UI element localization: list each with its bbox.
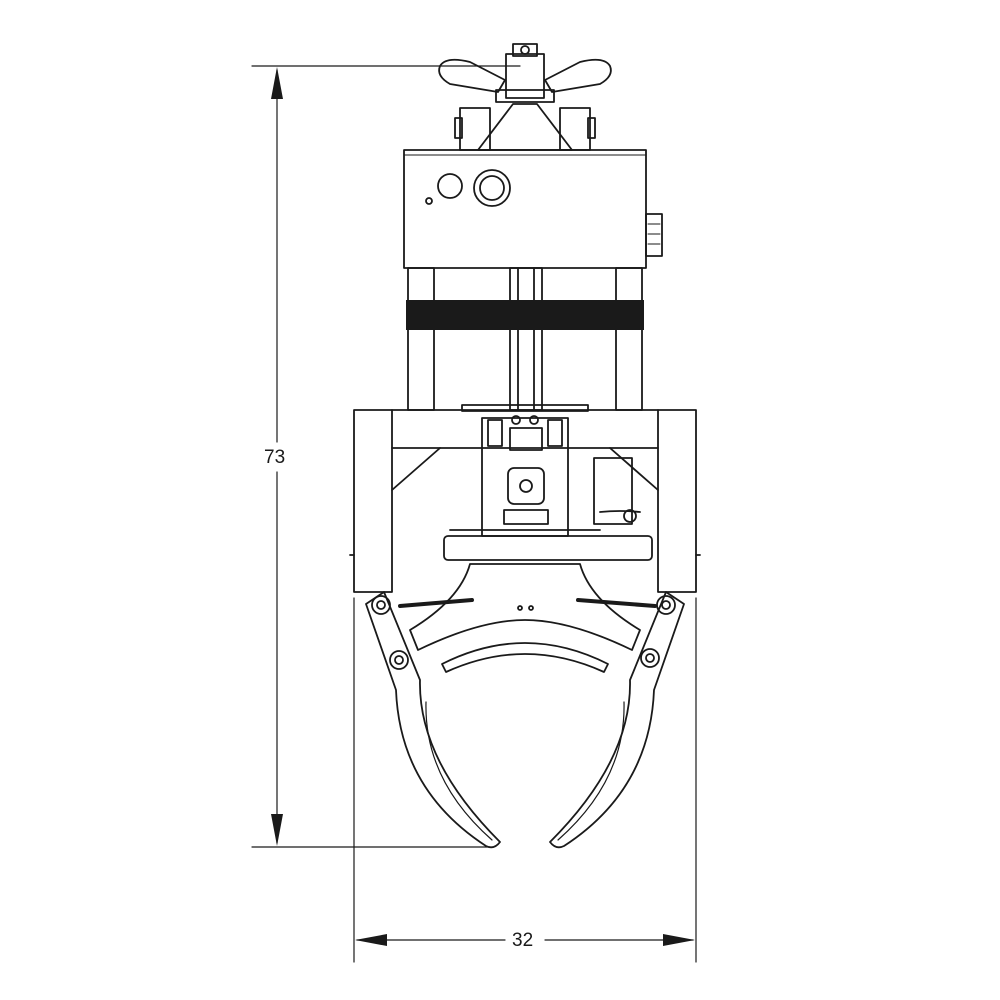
mech-flange (503, 509, 549, 525)
right-pivot-bottom-inner (645, 653, 655, 663)
hub-hole-left (517, 605, 523, 611)
right-pivot-top (656, 595, 676, 615)
housing-port-ring-inner (479, 175, 505, 201)
motor-hose (599, 510, 641, 513)
upper-housing (403, 149, 663, 269)
column-section (406, 267, 644, 412)
black-band (406, 300, 644, 330)
mech-valve-body (509, 427, 543, 451)
housing-box (403, 149, 647, 269)
mech-swivel-pin (519, 479, 533, 493)
hanger-head (505, 53, 545, 99)
center-mechanism (443, 415, 653, 561)
right-pivot-top-inner (661, 600, 671, 610)
hanger-side-block-right (559, 107, 591, 151)
mech-fitting-2 (529, 415, 539, 425)
width-dimension (353, 597, 697, 963)
height-dimension (251, 65, 521, 848)
left-tine-body (365, 591, 501, 849)
right-tine-body (549, 591, 685, 849)
column-base-plate (461, 404, 589, 412)
rotation-plate (443, 535, 653, 561)
mech-clamp-right (547, 419, 563, 447)
right-tine (549, 591, 685, 849)
height-arrow-bottom (271, 814, 283, 846)
left-tine (365, 591, 501, 849)
hanger-side-tab-left (454, 117, 463, 139)
hanger-cap (512, 43, 538, 57)
mech-outer-frame (481, 417, 569, 537)
left-pivot-top (371, 595, 391, 615)
hanger-right-arm (544, 58, 612, 93)
hanger-neck (495, 89, 555, 103)
hose-left (398, 598, 474, 608)
right-tine-inner (557, 701, 625, 841)
right-post (615, 267, 643, 411)
frame-left-column (353, 409, 393, 593)
motor-fitting (623, 509, 637, 523)
mech-fitting-1 (511, 415, 521, 425)
right-pivot-bottom (640, 648, 660, 668)
hanger-bolt (520, 45, 530, 55)
left-tine-inner (425, 701, 493, 841)
hanger-side-block-left (459, 107, 491, 151)
grab-hub (398, 563, 657, 673)
left-pivot-top-inner (376, 600, 386, 610)
width-dimension-label: 32 (510, 930, 536, 952)
mech-clamp-left (487, 419, 503, 447)
width-arrow-left (355, 934, 387, 946)
width-arrow-right (663, 934, 695, 946)
housing-port-ring-outer (473, 169, 511, 207)
left-pivot-bottom (389, 650, 409, 670)
main-frame (349, 409, 701, 593)
height-arrow-top (271, 67, 283, 99)
motor-box (593, 457, 633, 525)
frame-brace-right (609, 447, 659, 491)
hanger-pyramid (477, 103, 573, 151)
housing-port-small (425, 197, 433, 205)
height-dimension-label: 73 (262, 447, 288, 469)
frame-right-column (657, 409, 697, 593)
mech-swivel (507, 467, 545, 505)
hanger-side-tab-right (587, 117, 596, 139)
hub-body (409, 563, 641, 651)
top-hanger (438, 43, 612, 151)
left-pivot-bottom-inner (394, 655, 404, 665)
left-post (407, 267, 435, 411)
center-rod-housing (509, 267, 543, 411)
hanger-left-arm (438, 58, 506, 93)
hose-right (576, 598, 657, 608)
frame-brace-left (391, 447, 441, 491)
housing-connector (645, 213, 663, 257)
hub-inner-arc (441, 642, 609, 673)
housing-port-large (437, 173, 463, 199)
hub-hole-right (528, 605, 534, 611)
